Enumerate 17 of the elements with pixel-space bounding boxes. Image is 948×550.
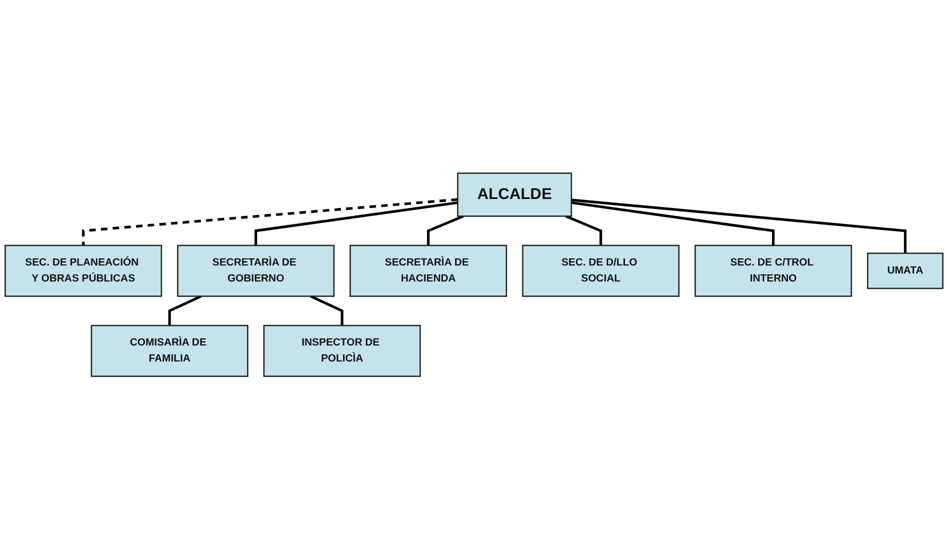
connector [571, 202, 775, 246]
connector [254, 202, 458, 246]
connector [565, 215, 602, 246]
connector [310, 295, 344, 326]
connector [82, 198, 458, 246]
node-box: COMISARÌA DE FAMILIA [90, 325, 248, 378]
node-box: INSPECTOR DE POLICÌA [263, 325, 421, 378]
connector [168, 295, 202, 326]
node-box: SEC. DE D/LLO SOCIAL [522, 245, 680, 298]
connector [427, 215, 464, 246]
node-box: UMATA [867, 252, 944, 290]
connector [571, 198, 907, 254]
node-box: SECRETARÌA DE GOBIERNO [177, 245, 335, 298]
node-box: SECRETARÌA DE HACIENDA [350, 245, 508, 298]
node-box: SEC. DE PLANEACIÓN Y OBRAS PÚBLICAS [4, 245, 162, 298]
node-box: SEC. DE C/TROL INTERNO [694, 245, 852, 298]
node-box: ALCALDE [457, 172, 572, 218]
